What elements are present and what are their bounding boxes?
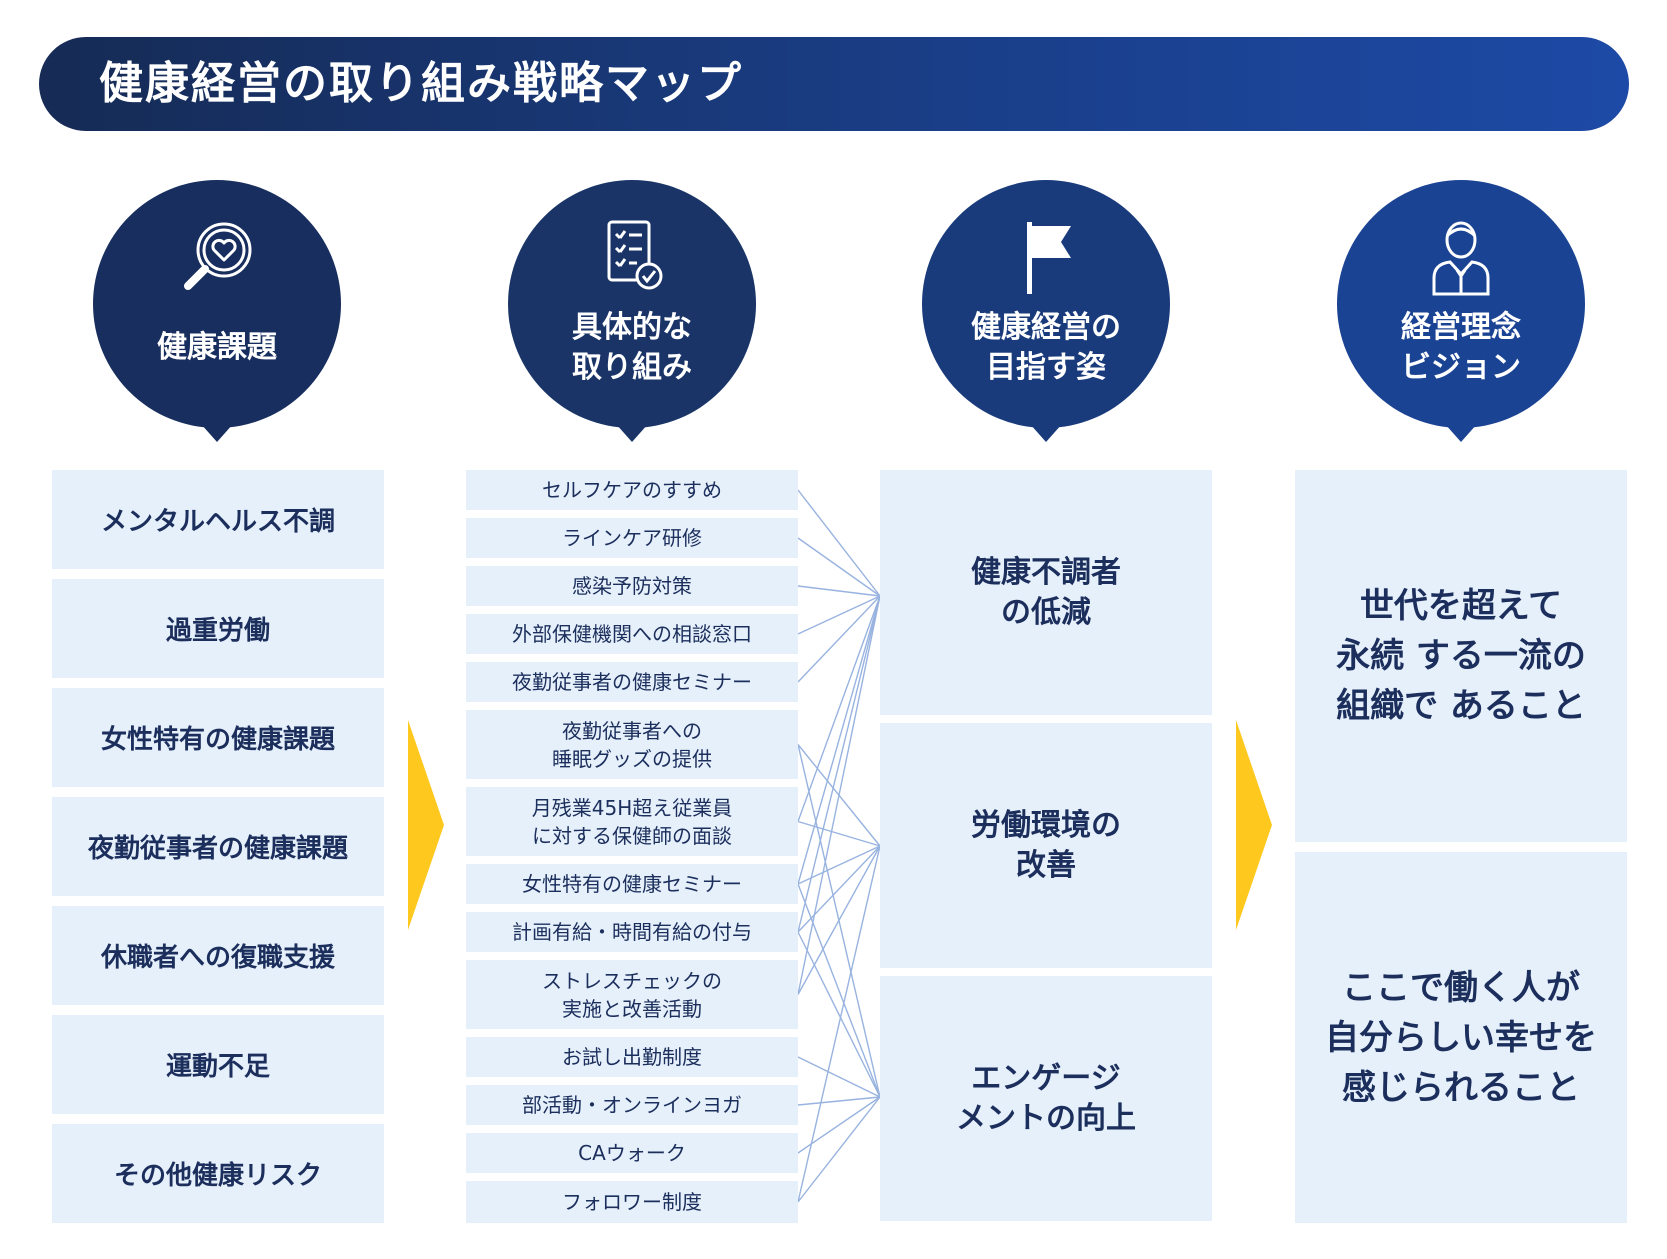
goal-box: 健康不調者の低減 (880, 470, 1212, 715)
flow-arrow (408, 720, 444, 930)
connector-line (797, 595, 881, 683)
flag-icon (1001, 218, 1091, 298)
header-label: 経営理念 ビジョン (1401, 310, 1521, 385)
issue-box: メンタルヘルス不調 (52, 470, 384, 569)
header-label: 健康課題 (157, 330, 277, 365)
businessperson-icon (1416, 218, 1506, 298)
connector-line (797, 595, 881, 995)
header-label: 具体的な 取り組み (572, 310, 692, 385)
connector-line (797, 744, 881, 847)
header-goals: 健康経営の 目指す姿 (922, 180, 1170, 442)
page-title: 健康経営の取り組み戦略マップ (99, 58, 743, 109)
initiative-box: セルフケアのすすめ (466, 470, 798, 510)
vision-box: ここで働く人が自分らしい幸せを感じられること (1295, 852, 1627, 1223)
connector-line (797, 883, 881, 1098)
initiative-box: ストレスチェックの実施と改善活動 (466, 960, 798, 1029)
issue-box: 過重労働 (52, 579, 384, 678)
connector-line (797, 845, 881, 1203)
initiative-box: 女性特有の健康セミナー (466, 864, 798, 904)
header-health-issues: 健康課題 (93, 180, 341, 442)
title-bar: 健康経営の取り組み戦略マップ (39, 37, 1629, 131)
connector-line (797, 931, 881, 1098)
vision-box: 世代を超えて永続 する一流の組織で あること (1295, 470, 1627, 842)
issue-box: 女性特有の健康課題 (52, 688, 384, 787)
initiative-box: 月残業45H超え従業員に対する保健師の面談 (466, 787, 798, 856)
initiative-box: お試し出勤制度 (466, 1037, 798, 1077)
connector-line (797, 1096, 881, 1154)
initiative-box: 夜勤従事者の健康セミナー (466, 662, 798, 702)
connector-line (797, 845, 881, 933)
issue-box: 運動不足 (52, 1015, 384, 1114)
connector-line (797, 595, 881, 635)
initiative-box: ラインケア研修 (466, 518, 798, 558)
initiative-box: 計画有給・時間有給の付与 (466, 912, 798, 952)
connector-line (797, 820, 881, 847)
initiative-box: 部活動・オンラインヨガ (466, 1085, 798, 1125)
connector-line (797, 1056, 881, 1098)
issue-box: 休職者への復職支援 (52, 906, 384, 1005)
goal-box: 労働環境の改善 (880, 723, 1212, 968)
initiative-box: フォロワー制度 (466, 1181, 798, 1223)
initiative-box: 夜勤従事者への睡眠グッズの提供 (466, 710, 798, 779)
initiative-box: 外部保健機関への相談窓口 (466, 614, 798, 654)
connector-line (797, 1096, 881, 1203)
flow-arrow (1236, 720, 1272, 930)
connector-line (797, 537, 881, 597)
connector-line (797, 489, 881, 597)
connector-line (797, 845, 881, 995)
connector-line (797, 845, 881, 885)
heart-magnifier-icon (172, 218, 262, 298)
connector-line (797, 585, 881, 597)
goal-box: エンゲージメントの向上 (880, 976, 1212, 1221)
connector-line (797, 1096, 881, 1106)
header-initiatives: 具体的な 取り組み (508, 180, 756, 442)
header-vision: 経営理念 ビジョン (1337, 180, 1585, 442)
issue-box: 夜勤従事者の健康課題 (52, 797, 384, 896)
connector-line (797, 744, 881, 1098)
initiative-box: 感染予防対策 (466, 566, 798, 606)
connector-line (797, 595, 881, 822)
checklist-icon (587, 218, 677, 298)
header-label: 健康経営の 目指す姿 (971, 310, 1121, 385)
connector-line (797, 595, 881, 933)
connector-line (797, 595, 881, 885)
issue-box: その他健康リスク (52, 1124, 384, 1223)
initiative-box: CAウォーク (466, 1133, 798, 1173)
